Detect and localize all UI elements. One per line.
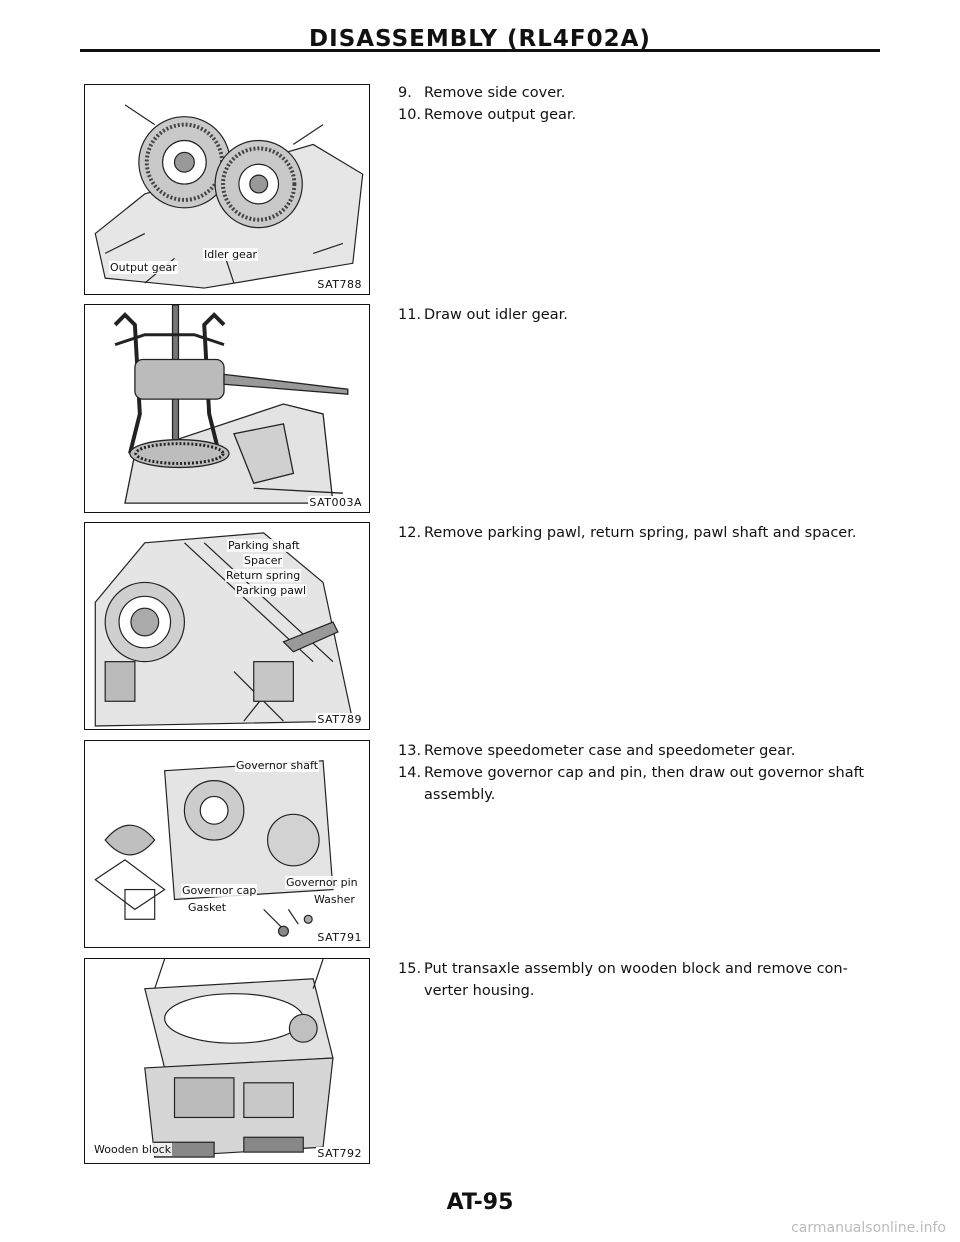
page-number: AT-95 [446,1190,514,1215]
step-text: Remove speedometer case and speedometer … [424,743,796,759]
step-text: Put transaxle assembly on wooden block a… [424,961,848,977]
figure-puller: SAT003A [84,304,370,513]
step-number: 10. [398,107,422,123]
step-10: 10.Remove output gear. [398,104,878,126]
label-governor-pin: Governor pin [285,876,359,889]
step-text: Remove side cover. [424,85,566,101]
step-text: Remove output gear. [424,107,577,123]
step-15: 15.Put transaxle assembly on wooden bloc… [398,958,878,1002]
label-washer: Washer [313,893,356,906]
step-number: 15. [398,961,422,977]
step-text: Remove governor cap and pin, then draw o… [424,765,865,781]
step-13: 13.Remove speedometer case and speedomet… [398,740,878,762]
figure-wooden-block: Wooden block SAT792 [84,958,370,1164]
figure-code: SAT791 [316,931,363,944]
gear-illustration [94,104,364,289]
page-header: DISASSEMBLY (RL4F02A) [309,26,651,52]
figure-code: SAT788 [316,278,363,291]
step-text: Remove parking pawl, return spring, pawl… [424,525,857,541]
governor-illustration [94,760,334,937]
label-idler-gear: Idler gear [203,248,259,261]
watermark: carmanualsonline.info [791,1220,946,1236]
wooden-block-illustration [144,959,334,1158]
label-spacer: Spacer [243,554,284,567]
step-number: 14. [398,765,422,781]
label-return-spring: Return spring [225,569,302,582]
figure-code: SAT792 [316,1147,363,1160]
step-number: 12. [398,525,422,541]
label-governor-shaft: Governor shaft [235,759,320,772]
figure-parking-pawl: Parking shaft Spacer Return spring Parki… [84,522,370,730]
step-number: 11. [398,307,422,323]
label-parking-shaft: Parking shaft [227,539,301,552]
step-text-continuation: assembly. [424,787,496,803]
step-number: 13. [398,743,422,759]
step-text-continuation: verter housing. [424,983,535,999]
label-gasket: Gasket [187,901,228,914]
step-12: 12.Remove parking pawl, return spring, p… [398,522,878,544]
figure-governor: Governor shaft Governor cap Governor pin… [84,740,370,948]
figure-code: SAT789 [316,713,363,726]
step-14: 14.Remove governor cap and pin, then dra… [398,762,878,806]
header-rule [80,49,880,52]
label-governor-cap: Governor cap [181,884,258,897]
label-parking-pawl: Parking pawl [235,584,308,597]
step-text: Draw out idler gear. [424,307,568,323]
figure-code: SAT003A [308,496,363,509]
label-wooden-block: Wooden block [93,1143,173,1156]
parking-pawl-illustration [94,532,354,727]
figure-output-gear: Idler gear Output gear SAT788 [84,84,370,295]
label-output-gear: Output gear [109,261,178,274]
step-number: 9. [398,85,412,101]
step-11: 11.Draw out idler gear. [398,304,878,326]
puller-illustration [113,305,349,504]
step-9: 9. Remove side cover. [398,82,878,104]
